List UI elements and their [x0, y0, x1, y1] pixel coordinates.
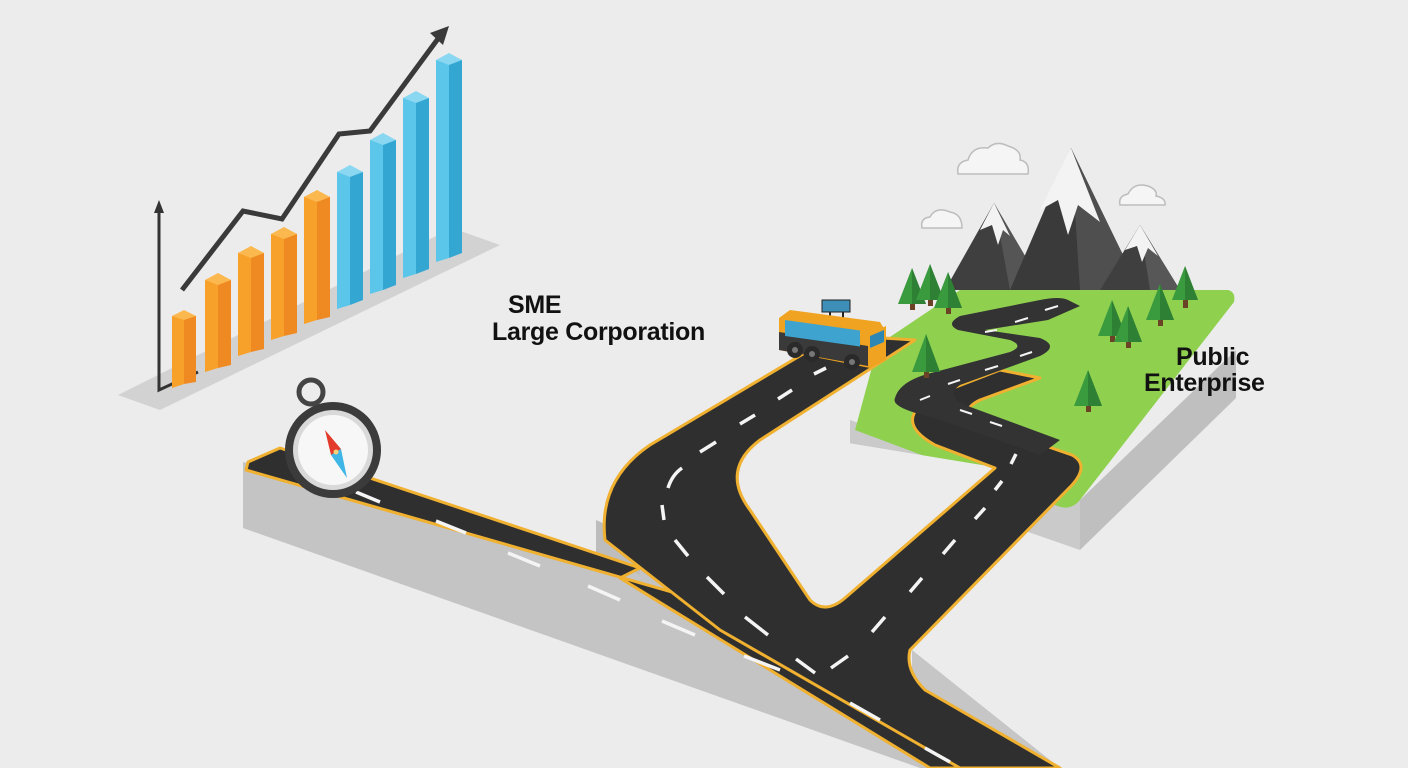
orange-bars	[172, 190, 330, 388]
growth-bar-chart-icon	[118, 26, 500, 410]
enterprise-label: Enterprise	[1144, 369, 1265, 397]
public-label: Public	[1176, 343, 1250, 371]
bus-icon	[779, 299, 886, 370]
grass-plateau	[855, 290, 1235, 508]
lane-markings	[355, 366, 1018, 764]
mountain-icon	[945, 148, 1180, 290]
compass-icon	[285, 377, 381, 498]
large-corporation-label: Large Corporation	[492, 318, 705, 346]
mountain-road-markings	[919, 305, 1059, 427]
sme-label: SME	[508, 291, 562, 319]
cloud-icon	[920, 142, 1166, 229]
blue-bars	[337, 53, 462, 309]
tree-icon	[898, 264, 1198, 412]
trend-arrow-icon	[180, 34, 443, 292]
road-network	[243, 290, 1236, 768]
